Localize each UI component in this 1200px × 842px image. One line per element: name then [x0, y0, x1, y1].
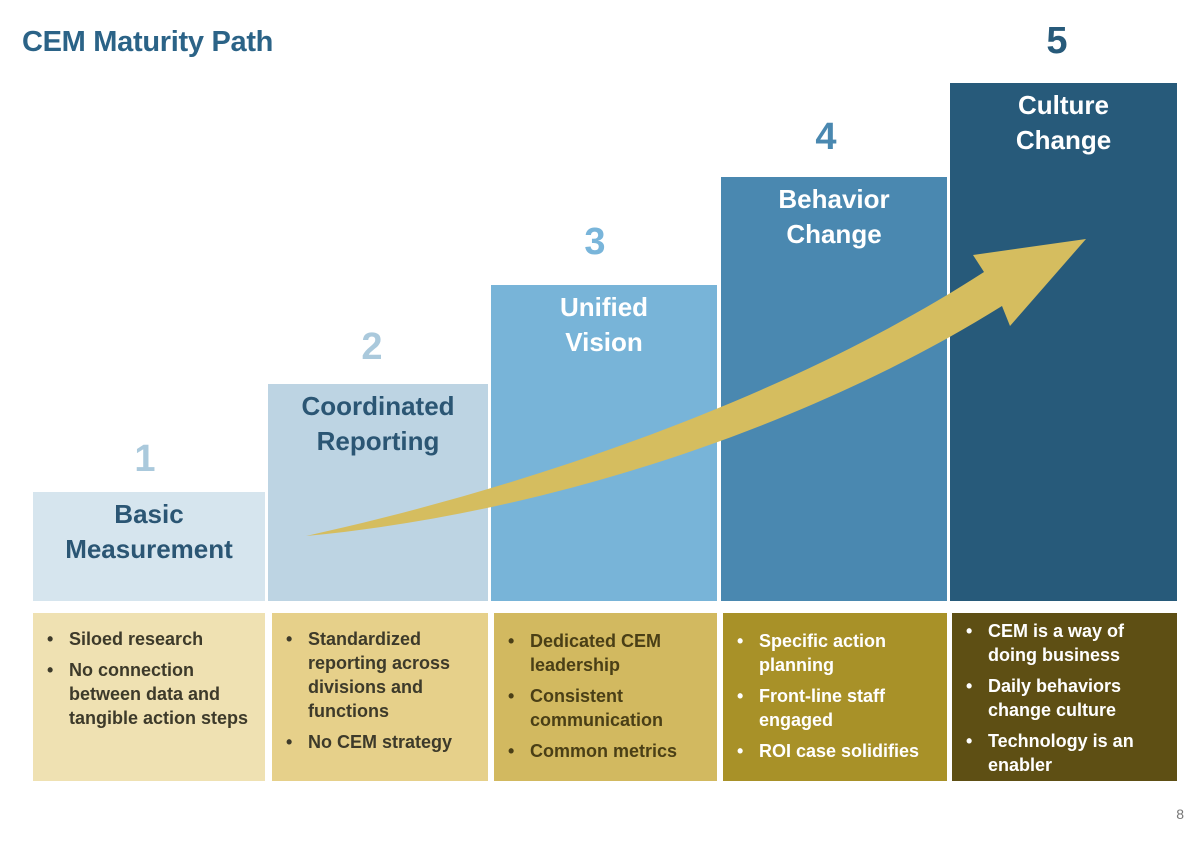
stage-1-block: Basic Measurement [33, 492, 265, 601]
stage-1-label: Basic Measurement [65, 499, 233, 564]
bullet-item: Front-line staff engaged [735, 684, 937, 732]
stage-2-number: 2 [361, 326, 383, 368]
page-number: 8 [1176, 806, 1184, 822]
bullet-item: Daily behaviors change culture [964, 674, 1167, 722]
stage-5-number: 5 [1046, 20, 1068, 62]
stage-3-label: Unified Vision [559, 292, 649, 357]
stage-5-label: Culture Change [1015, 90, 1112, 155]
bullet-item: Consistent communication [506, 684, 707, 732]
stage-1-description: Siloed research No connection between da… [33, 613, 265, 781]
bullet-item: Common metrics [506, 739, 707, 763]
bullet-item: Siloed research [45, 627, 255, 651]
bullet-item: No CEM strategy [284, 730, 478, 754]
stage-2-description: Standardized reporting across divisions … [272, 613, 488, 781]
stage-2-block: Coordinated Reporting [268, 384, 488, 601]
stage-3-description: Dedicated CEM leadership Consistent comm… [494, 613, 717, 781]
bullet-item: Specific action planning [735, 629, 937, 677]
stage-2-label: Coordinated Reporting [301, 391, 455, 456]
stage-1-number: 1 [134, 438, 156, 480]
stage-4-block: Behavior Change [721, 177, 947, 601]
stage-3-number: 3 [584, 221, 606, 263]
stage-5-description: CEM is a way of doing business Daily beh… [952, 613, 1177, 781]
bullet-item: Dedicated CEM leadership [506, 629, 707, 677]
bullet-item: Technology is an enabler [964, 729, 1167, 777]
bullet-item: CEM is a way of doing business [964, 619, 1167, 667]
page-title: CEM Maturity Path [22, 26, 274, 58]
bullet-item: ROI case solidifies [735, 739, 937, 763]
bullet-item: No connection between data and tangible … [45, 658, 255, 730]
stage-5-block: Culture Change [950, 83, 1177, 601]
stage-4-number: 4 [815, 116, 837, 158]
stage-4-label: Behavior Change [778, 184, 890, 249]
stage-3-block: Unified Vision [491, 285, 717, 601]
stage-4-description: Specific action planning Front-line staf… [723, 613, 947, 781]
bullet-item: Standardized reporting across divisions … [284, 627, 478, 723]
